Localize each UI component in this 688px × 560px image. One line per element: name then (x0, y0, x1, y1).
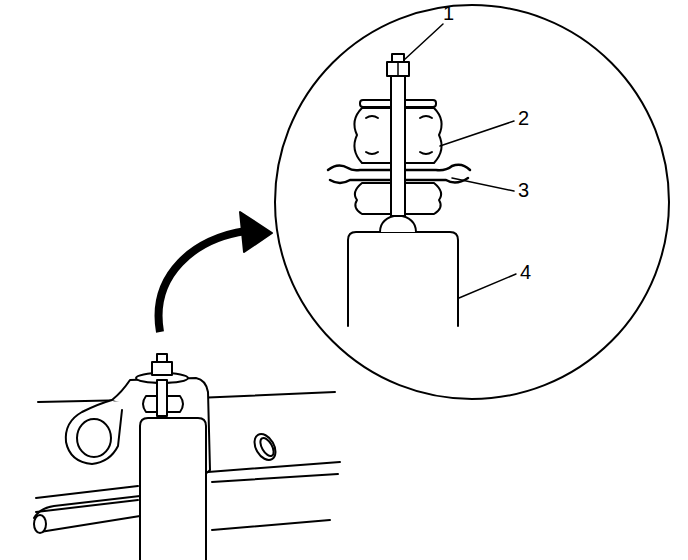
stud-tip (157, 354, 167, 362)
pipe-end (34, 515, 46, 533)
callout-number: 4 (520, 262, 531, 282)
pointer-arrow (159, 231, 246, 332)
bracket-tube (77, 419, 111, 457)
leader-line (440, 121, 514, 146)
rod-collar (380, 215, 416, 232)
shock-rod (391, 74, 405, 216)
frame-hole (250, 430, 280, 463)
arrow-head (240, 212, 272, 252)
nut (152, 362, 172, 375)
shock-rod (157, 380, 167, 416)
detail-circle (275, 5, 669, 399)
shock-body (140, 418, 206, 560)
callout-number: 2 (518, 108, 529, 128)
frame-line (212, 520, 330, 530)
pipe (34, 496, 140, 532)
callout-number: 3 (518, 180, 529, 200)
shock-body (348, 232, 458, 326)
frame-line (208, 462, 340, 482)
nut (387, 62, 409, 76)
bracket (66, 400, 122, 464)
frame-hole (258, 436, 277, 458)
callout-number: 1 (443, 3, 454, 23)
nut-edge (397, 62, 399, 76)
leader-line (404, 24, 443, 60)
leader-line (459, 274, 516, 298)
stud-tip (392, 54, 404, 62)
leader-line (452, 178, 514, 191)
